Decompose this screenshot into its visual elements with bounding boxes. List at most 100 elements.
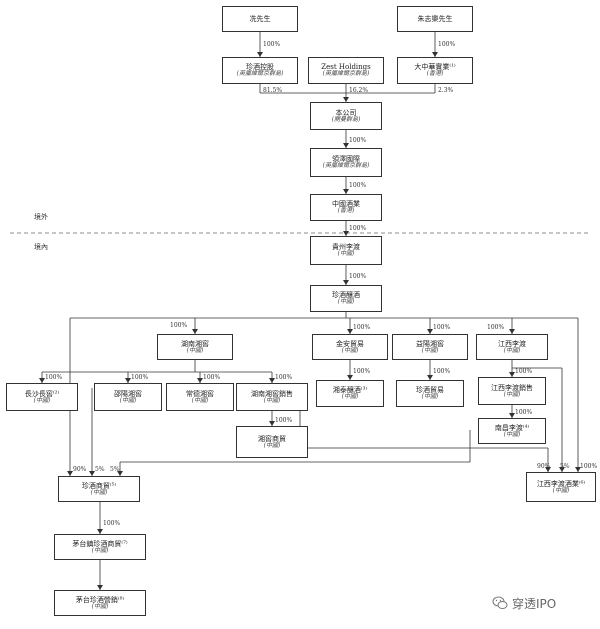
entity-name: 湘泰釀酒⁽³⁾ bbox=[332, 386, 368, 395]
entity-jurisdiction: (中國) bbox=[337, 250, 355, 258]
entity-name: 湖南湘窖銷售 bbox=[251, 389, 293, 398]
stake-label: 100% bbox=[275, 417, 293, 424]
entity-greater-china-industrial: 大中華實業⁽¹⁾(香港) bbox=[397, 57, 473, 84]
entity-name: 江西李渡酒業⁽⁶⁾ bbox=[536, 479, 586, 488]
stake-label: 16.2% bbox=[349, 87, 369, 94]
entity-jurisdiction: (英屬維爾京群島) bbox=[236, 70, 284, 78]
entity-name: 朱志樂先生 bbox=[417, 14, 453, 23]
entity-jurisdiction: (中國) bbox=[503, 390, 521, 398]
entity-yiyang-xiangjiao: 益陽湘窖(中國) bbox=[392, 334, 468, 360]
entity-name: 益陽湘窖 bbox=[416, 339, 444, 348]
stake-label: 5% bbox=[560, 463, 570, 470]
stake-label: 100% bbox=[263, 41, 281, 48]
entity-jurisdiction: (中國) bbox=[33, 396, 51, 404]
entity-changsha-changjiao: 長沙長窖⁽²⁾(中國) bbox=[6, 383, 78, 411]
entity-hunan-xiangjiao-sales: 湖南湘窖銷售(中國) bbox=[236, 383, 308, 411]
stake-label: 100% bbox=[515, 368, 533, 375]
stake-label: 100% bbox=[353, 368, 371, 375]
entity-name: 湘窖商貿 bbox=[258, 434, 286, 443]
entity-xiangtai-brewing: 湘泰釀酒⁽³⁾(中國) bbox=[316, 380, 384, 407]
entity-jurisdiction: (中國) bbox=[341, 346, 359, 354]
entity-xiangjiao-trade: 湘窖商貿(中國) bbox=[236, 426, 308, 458]
entity-jurisdiction: (中國) bbox=[503, 430, 521, 438]
entity-lingze-international: 領澤國際(英屬維爾京群島) bbox=[310, 148, 382, 177]
stake-label: 100% bbox=[45, 374, 63, 381]
stake-label: 100% bbox=[103, 520, 121, 527]
entity-name: 冼先生 bbox=[249, 14, 271, 23]
stake-label: 90% bbox=[73, 466, 87, 473]
stake-label: 100% bbox=[349, 225, 367, 232]
stake-label: 100% bbox=[349, 137, 367, 144]
entity-hunan-xiangjiao: 湖南湘窖(中國) bbox=[157, 334, 233, 360]
entity-zhenjiu-commerce: 珍酒商貿⁽⁵⁾(中國) bbox=[58, 476, 140, 502]
entity-jurisdiction: (中國) bbox=[90, 488, 108, 496]
entity-jurisdiction: (中國) bbox=[191, 396, 209, 404]
stake-label: 100% bbox=[349, 273, 367, 280]
entity-name: 江西李渡銷售 bbox=[491, 383, 533, 392]
entity-name: 邵陽湘窖 bbox=[114, 389, 142, 398]
entity-jurisdiction: (中國) bbox=[263, 396, 281, 404]
entity-mr-xian: 冼先生 bbox=[222, 6, 298, 32]
region-offshore-label: 境外 bbox=[34, 213, 48, 221]
stake-label: 5% bbox=[95, 466, 105, 473]
entity-jurisdiction: (英屬維爾京群島) bbox=[322, 70, 370, 78]
entity-mr-zhu: 朱志樂先生 bbox=[397, 6, 473, 32]
entity-guizhou-lidu: 貴州李渡(中國) bbox=[310, 236, 382, 265]
entity-jurisdiction: (中國) bbox=[421, 393, 439, 401]
entity-changde-xiangjiao: 常德湘窖(中國) bbox=[166, 383, 234, 411]
entity-jurisdiction: (中國) bbox=[186, 346, 204, 354]
entity-jurisdiction: (英屬維爾京群島) bbox=[322, 162, 370, 170]
entity-jurisdiction: (中國) bbox=[337, 298, 355, 306]
entity-jurisdiction: (中國) bbox=[341, 393, 359, 401]
stake-label: 100% bbox=[433, 324, 451, 331]
watermark-text: 穿透IPO bbox=[512, 596, 557, 611]
entity-jurisdiction: (香港) bbox=[337, 207, 355, 215]
entity-name: 金安貿易 bbox=[336, 339, 364, 348]
entity-name: 長沙長窖⁽²⁾ bbox=[24, 389, 60, 398]
entity-jinsha-trading: 金安貿易(中國) bbox=[312, 334, 388, 360]
stake-label: 5% bbox=[110, 466, 120, 473]
entity-name: 本公司 bbox=[335, 108, 357, 117]
stake-label: 100% bbox=[131, 374, 149, 381]
entity-the-company: 本公司(開曼群島) bbox=[310, 102, 382, 130]
region-onshore-label: 境內 bbox=[34, 243, 48, 251]
entity-china-wine: 中國酒業(香港) bbox=[310, 194, 382, 221]
entity-jurisdiction: (中國) bbox=[552, 486, 570, 494]
entity-maotai-zhenjiu-marketing: 茅台珍酒營銷⁽⁸⁾(中國) bbox=[54, 590, 146, 616]
entity-zhenjiu-holdings: 珍酒控股(英屬維爾京群島) bbox=[222, 57, 298, 84]
stake-label: 100% bbox=[170, 322, 188, 329]
entity-jurisdiction: (中國) bbox=[91, 602, 109, 610]
entity-nanchang-lidu: 南昌李渡⁽⁴⁾(中國) bbox=[478, 418, 546, 444]
entity-name: 珍酒商貿⁽⁵⁾ bbox=[81, 481, 117, 490]
entity-zest-holdings: Zest Holdings(英屬維爾京群島) bbox=[308, 57, 384, 84]
stake-label: 100% bbox=[349, 182, 367, 189]
entity-name: 江西李渡 bbox=[498, 339, 526, 348]
entity-name: 常德湘窖 bbox=[186, 389, 214, 398]
entity-zhenjiu-brewing: 珍酒釀酒(中國) bbox=[310, 285, 382, 312]
stake-label: 100% bbox=[203, 374, 221, 381]
entity-jurisdiction: (中國) bbox=[119, 396, 137, 404]
stake-label: 81.5% bbox=[263, 87, 283, 94]
entity-name: 大中華實業⁽¹⁾ bbox=[414, 63, 456, 72]
entity-jurisdiction: (中國) bbox=[421, 346, 439, 354]
entity-jurisdiction: (中國) bbox=[91, 546, 109, 554]
entity-maotai-town-zhenjiu-trade: 茅台鎮珍酒商貿⁽⁷⁾(中國) bbox=[54, 534, 146, 560]
entity-jurisdiction: (香港) bbox=[426, 70, 444, 78]
entity-name: 茅台鎮珍酒商貿⁽⁷⁾ bbox=[72, 539, 128, 548]
entity-jurisdiction: (中國) bbox=[503, 346, 521, 354]
entity-jurisdiction: (開曼群島) bbox=[331, 115, 361, 123]
entity-name: Zest Holdings bbox=[321, 63, 371, 72]
wechat-icon bbox=[492, 596, 508, 609]
entity-name: 茅台珍酒營銷⁽⁸⁾ bbox=[75, 595, 125, 604]
stake-label: 100% bbox=[580, 463, 598, 470]
stake-label: 100% bbox=[275, 374, 293, 381]
entity-zhenjiu-trading: 珍酒貿易(中國) bbox=[396, 380, 464, 407]
entity-jiangxi-lidu: 江西李渡(中國) bbox=[476, 334, 548, 360]
stake-label: 100% bbox=[515, 409, 533, 416]
stake-label: 90% bbox=[537, 463, 551, 470]
stake-label: 100% bbox=[433, 368, 451, 375]
entity-jiangxi-lidu-liquor: 江西李渡酒業⁽⁶⁾(中國) bbox=[526, 472, 596, 502]
entity-name: 中國酒業 bbox=[332, 200, 360, 209]
entity-name: 珍酒控股 bbox=[246, 63, 274, 72]
